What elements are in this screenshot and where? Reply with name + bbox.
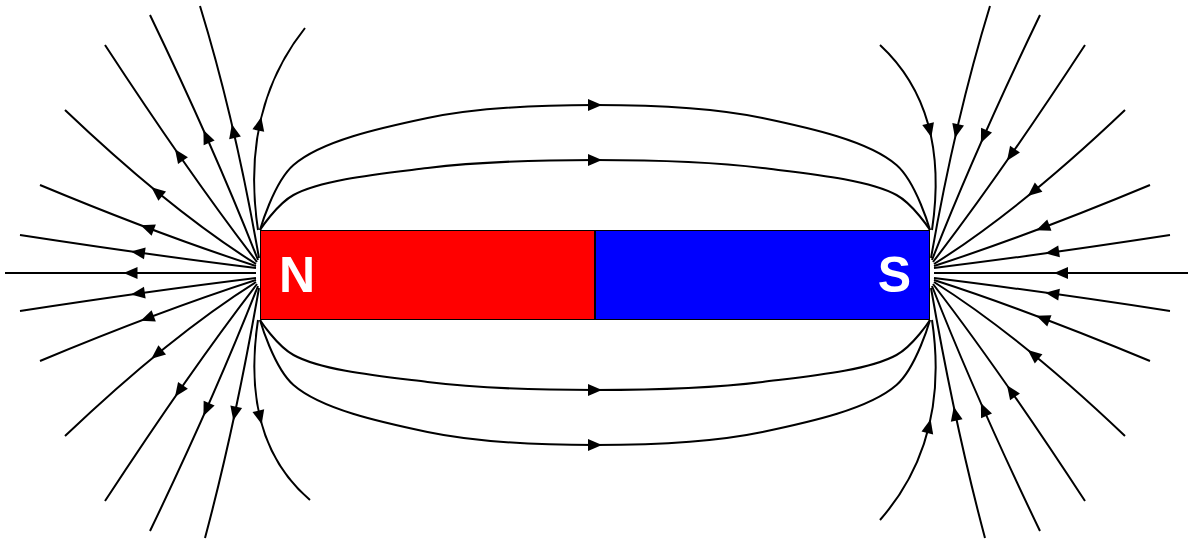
field-arrow xyxy=(1054,267,1068,279)
field-line xyxy=(934,185,1150,266)
field-arrow xyxy=(229,124,241,139)
field-arrow xyxy=(1028,350,1043,364)
field-arrow xyxy=(1036,315,1051,326)
field-arrow xyxy=(588,384,602,396)
field-loop xyxy=(260,320,930,451)
field-arrow xyxy=(952,123,964,138)
field-line xyxy=(150,286,258,531)
field-line xyxy=(260,105,930,230)
field-line xyxy=(933,45,1085,262)
field-loop xyxy=(260,154,930,230)
field-arrow xyxy=(588,99,602,111)
field-line xyxy=(932,15,1040,260)
field-arrow xyxy=(588,154,602,166)
field-arrow xyxy=(1036,220,1051,231)
field-arrow xyxy=(253,409,265,424)
field-line xyxy=(40,185,256,266)
field-line xyxy=(105,284,257,501)
field-line xyxy=(934,280,1150,361)
field-arrow xyxy=(1007,385,1020,400)
field-arrow xyxy=(131,287,146,299)
field-arrow xyxy=(151,187,166,201)
field-line xyxy=(260,320,930,445)
field-line xyxy=(932,286,1040,531)
field-arrow xyxy=(151,345,166,359)
field-arrow xyxy=(203,130,214,145)
field-arrow xyxy=(175,382,188,397)
field-arrow xyxy=(1028,183,1043,197)
field-line xyxy=(205,288,259,538)
field-arrow xyxy=(1045,245,1060,257)
field-arrow xyxy=(1045,289,1060,301)
magnet-pole: N xyxy=(260,230,595,320)
field-arrow xyxy=(131,247,146,259)
field-arrow xyxy=(922,122,934,137)
field-line xyxy=(931,288,985,538)
field-arrow xyxy=(951,407,963,422)
field-arrow xyxy=(124,267,138,279)
field-line xyxy=(933,284,1085,501)
field-arrow xyxy=(921,419,933,434)
field-line xyxy=(40,280,256,361)
magnet-pole: S xyxy=(595,230,930,320)
field-line xyxy=(150,15,258,260)
field-arrow xyxy=(981,403,992,418)
field-arrow xyxy=(981,128,992,143)
field-arrow xyxy=(203,401,214,416)
field-arrow xyxy=(141,225,156,236)
field-arrow xyxy=(175,149,188,164)
field-loop xyxy=(260,320,930,396)
field-line xyxy=(880,320,936,520)
field-line xyxy=(200,6,259,258)
field-line xyxy=(260,160,930,230)
field-loop xyxy=(260,99,930,230)
field-line xyxy=(260,320,930,390)
pole-label: S xyxy=(878,250,911,300)
field-arrow xyxy=(588,439,602,451)
pole-label: N xyxy=(279,250,315,300)
field-line xyxy=(105,45,257,262)
field-arrow xyxy=(141,310,156,321)
field-arrow xyxy=(1007,146,1020,161)
field-arrow xyxy=(252,117,264,132)
field-arrow xyxy=(230,406,242,421)
